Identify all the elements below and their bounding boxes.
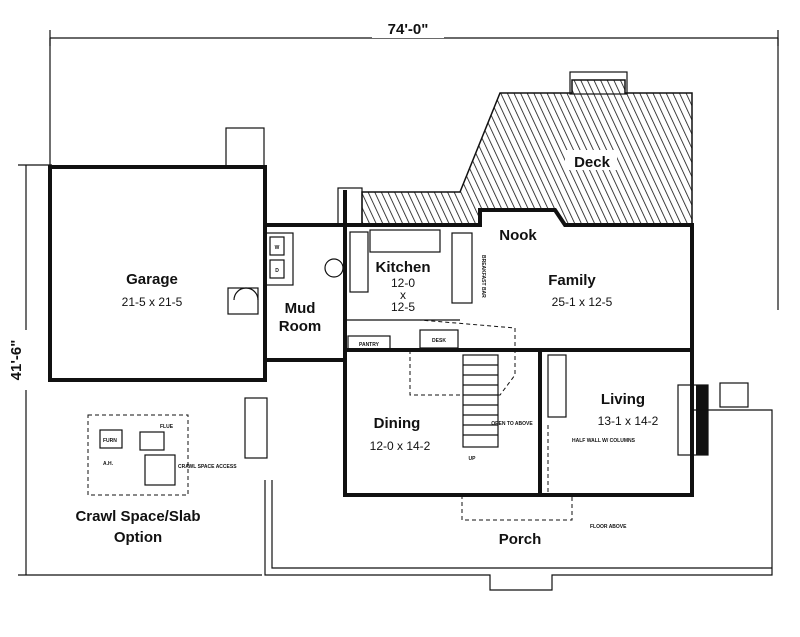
- washer-label: W: [275, 245, 280, 251]
- garage-size: 21-5 x 21-5: [122, 295, 183, 309]
- mud-room-label-line2: Room: [279, 318, 322, 335]
- dining-label: Dining: [374, 415, 421, 432]
- open-to-above-label: OPEN TO ABOVE: [491, 421, 533, 427]
- floor-above-label: FLOOR ABOVE: [590, 524, 627, 530]
- nook-label: Nook: [499, 227, 537, 244]
- flue-label: FLUE: [160, 424, 174, 430]
- deck-label: Deck: [574, 154, 611, 171]
- garage-label: Garage: [126, 271, 178, 288]
- ah-label: A.H.: [103, 461, 114, 467]
- house-walls: [263, 190, 694, 497]
- desk-label: DESK: [432, 338, 446, 344]
- family-label: Family: [548, 272, 596, 289]
- kitchen-size-2: x: [400, 288, 406, 302]
- option-title-line2: Option: [114, 529, 162, 546]
- living-size: 13-1 x 14-2: [598, 414, 659, 428]
- family-size: 25-1 x 12-5: [552, 295, 613, 309]
- pantry-label: PANTRY: [359, 342, 380, 348]
- dining-size: 12-0 x 14-2: [370, 439, 431, 453]
- kitchen-label: Kitchen: [375, 259, 430, 276]
- kitchen-size-1: 12-0: [391, 276, 415, 290]
- staircase: [409, 319, 516, 448]
- stair-dn-label: DN: [476, 348, 484, 354]
- depth-dimension: 41'-6": [8, 340, 25, 381]
- living-fireplace: [677, 384, 709, 456]
- porch-label: Porch: [499, 531, 542, 548]
- stair-up-label: UP: [469, 456, 477, 462]
- living-label: Living: [601, 391, 645, 408]
- crawl-space-inset: [87, 414, 189, 496]
- porch-area: [244, 382, 773, 591]
- half-wall-label: HALF WALL W/ COLUMNS: [572, 438, 636, 444]
- width-dimension: 74'-0": [388, 21, 429, 38]
- breakfast-bar-label: BREAKFAST BAR: [480, 255, 486, 298]
- crawl-access-label: CRAWL SPACE ACCESS: [178, 464, 237, 470]
- furn-label: FURN: [103, 438, 117, 444]
- option-title-line1: Crawl Space/Slab: [75, 508, 200, 525]
- mud-room-label-line1: Mud: [285, 300, 316, 317]
- deck-area: [337, 71, 693, 226]
- garage-area: [48, 127, 267, 382]
- dryer-label: D: [275, 268, 279, 274]
- kitchen-size-3: 12-5: [391, 300, 415, 314]
